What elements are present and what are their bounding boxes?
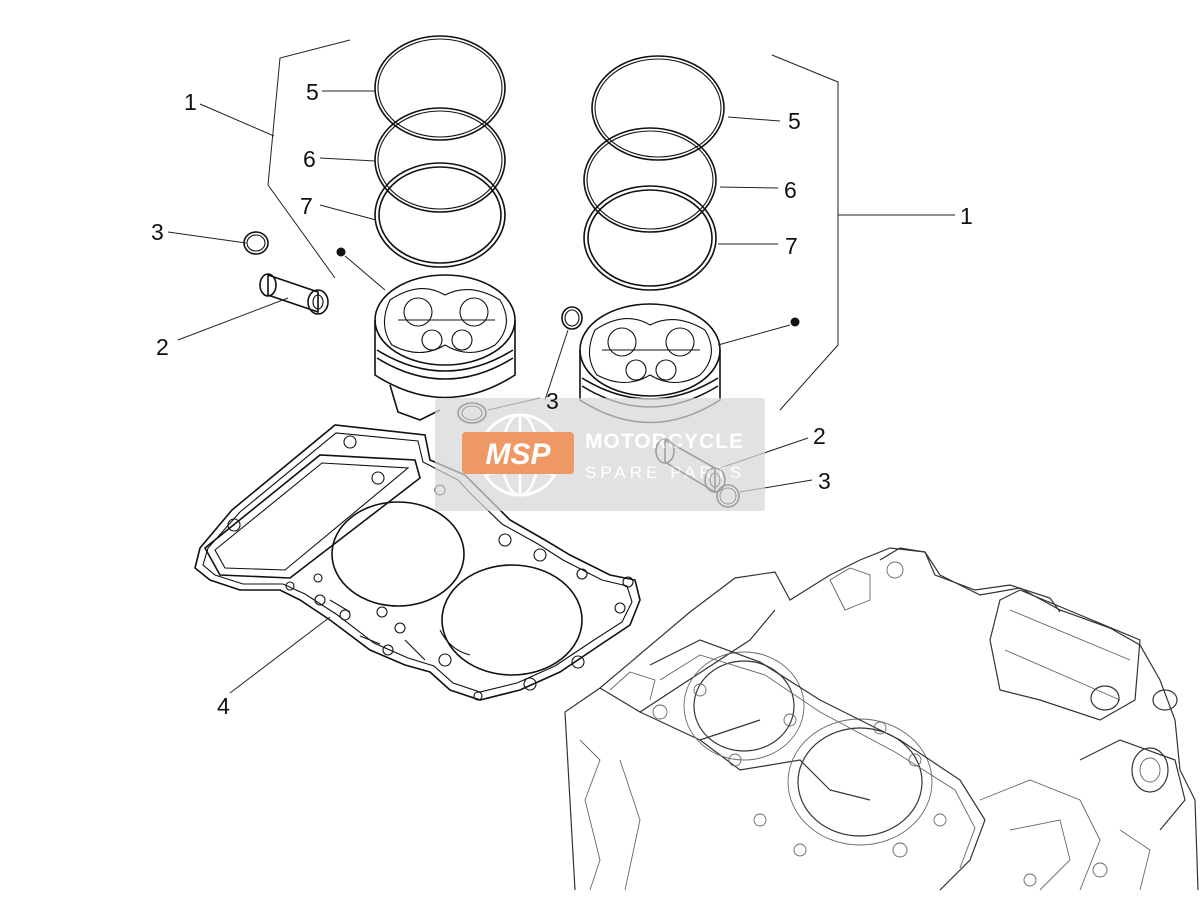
callout-6-left: 6 [303, 146, 316, 172]
callout-2-right: 2 [813, 423, 826, 449]
msp-logo-text: MSP [485, 438, 551, 471]
callout-3-left: 3 [151, 219, 164, 245]
callout-1-left: 1 [184, 89, 197, 115]
piston-pin-left [259, 273, 329, 315]
circlip-right-top-inner [564, 309, 580, 327]
watermark-panel [435, 398, 765, 511]
callout-5-right: 5 [788, 108, 801, 134]
engine-block [564, 547, 1199, 891]
watermark-subtitle: SPARE PARTS [585, 463, 745, 482]
piston-left [374, 274, 516, 421]
watermark: MSP MOTORCYCLE SPARE PARTS [435, 398, 765, 511]
callout-6-right: 6 [784, 177, 797, 203]
callout-7-left: 7 [300, 193, 313, 219]
callout-3-right: 3 [818, 468, 831, 494]
leaders-left [167, 90, 541, 411]
callout-2-left: 2 [156, 334, 169, 360]
msp-logo-badge [462, 432, 574, 474]
callout-labels: 1 5 6 7 3 2 3 4 5 6 7 1 2 3 [151, 79, 973, 719]
callout-1-right: 1 [960, 203, 973, 229]
callout-7-right: 7 [785, 233, 798, 259]
reference-dot-right [790, 317, 800, 327]
callout-5-left: 5 [306, 79, 319, 105]
reference-dot-left [336, 247, 346, 257]
watermark-title: MOTORCYCLE [585, 430, 744, 453]
callout-4: 4 [217, 693, 230, 719]
circlip-left-outer-inner [246, 234, 266, 252]
bracket-left [199, 39, 351, 279]
piston-rings-right [583, 55, 725, 291]
circlip-right-top [561, 306, 583, 330]
callout-3-mid: 3 [546, 388, 559, 414]
bracket-right [771, 54, 955, 411]
piston-rings-left [374, 35, 506, 268]
